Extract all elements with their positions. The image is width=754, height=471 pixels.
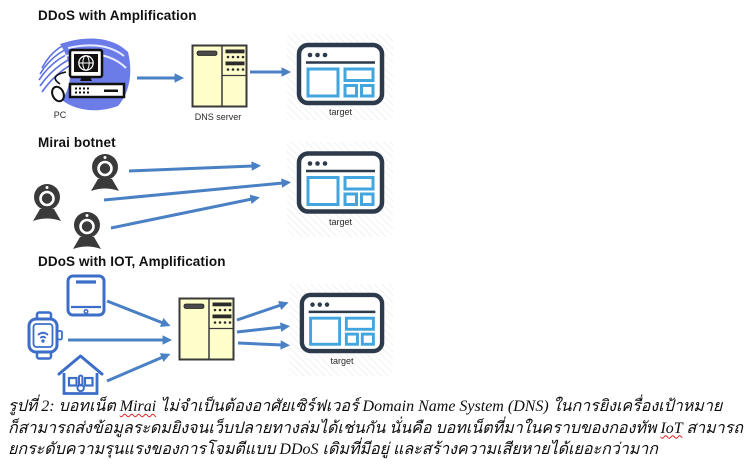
misspelled-word-iot: IoT (660, 419, 683, 437)
caption-text: ไม่จำเป็นต้องอาศัยเซิร์ฟเวอร์ Domain Nam… (156, 398, 723, 415)
caption-text: ก็สามารถส่งข้อมูลระดมยิงจนเว็บปลายทางล่ม… (8, 419, 661, 437)
smartwatch-icon (25, 311, 63, 360)
caption-line-2: ก็สามารถส่งข้อมูลระดมยิงจนเว็บปลายทางล่ม… (8, 418, 750, 440)
caption-text: สามารถ (682, 419, 743, 437)
dns-server-icon (191, 44, 248, 108)
target-label-2: target (328, 217, 352, 227)
section-heading-mirai-botnet: Mirai botnet (38, 135, 116, 150)
section-heading-ddos-amplification: DDoS with Amplification (38, 8, 197, 23)
arrow-webcam2-to-target (103, 178, 292, 202)
figure-caption: รูปที่ 2: บอทเน็ต Mirai ไม่จำเป็นต้องอาศ… (8, 396, 750, 461)
webcam-icon-3 (66, 208, 108, 252)
tablet-icon (66, 274, 106, 317)
smart-home-icon (57, 354, 104, 396)
browser-target-icon-2 (296, 150, 385, 215)
browser-target-icon-3 (299, 292, 385, 354)
pc-label: PC (53, 110, 67, 120)
webcam-icon-2 (26, 180, 68, 224)
arrow-webcam1-to-target (128, 161, 262, 173)
misspelled-word-mirai: Mirai (119, 398, 157, 415)
amplification-server-icon (178, 297, 235, 361)
webcam-icon-1 (84, 150, 126, 194)
arrow-server-to-target-1 (236, 300, 289, 322)
arrow-tablet-to-server (106, 299, 171, 327)
section-heading-ddos-iot-amplification: DDoS with IOT, Amplification (38, 254, 226, 269)
arrow-server-to-target-2 (236, 322, 291, 334)
arrow-server-to-target-3 (237, 340, 291, 350)
dns-server-label: DNS server (194, 112, 242, 122)
browser-target-icon-1 (296, 42, 385, 106)
arrow-home-to-server (106, 353, 171, 383)
target-label-1: target (328, 107, 352, 117)
target-label-3: target (330, 356, 354, 366)
caption-text: รูปที่ 2: บอทเน็ต (8, 398, 120, 415)
caption-line-3: ยกระดับความรุนแรงของการโจมตีแบบ DDoS เดิ… (8, 441, 658, 458)
pc-desktop-icon (34, 34, 136, 112)
arrow-webcam3-to-target (110, 194, 260, 230)
caption-line-1: รูปที่ 2: บอทเน็ต Mirai ไม่จำเป็นต้องอาศ… (8, 396, 750, 418)
